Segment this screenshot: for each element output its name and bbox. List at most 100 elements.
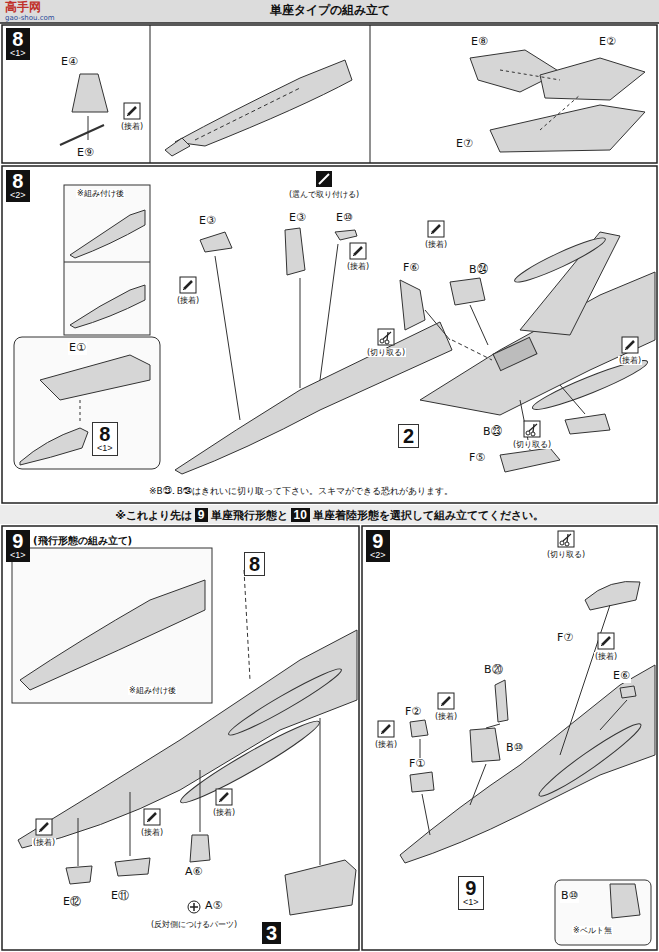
reference-badge: 8	[244, 552, 265, 576]
step-badge: 9	[195, 508, 208, 522]
step-substep: <2>	[370, 551, 386, 561]
step-number: 3	[266, 923, 277, 943]
step-number: 8	[99, 424, 110, 444]
part-drawing	[285, 860, 356, 915]
glue-icon	[127, 114, 129, 116]
part-drawing	[70, 285, 145, 328]
glue-icon	[350, 243, 366, 259]
glue-note: (接着)	[594, 652, 618, 661]
cut-icon	[563, 534, 571, 541]
watermark: gao-shou.com	[4, 14, 56, 22]
glue-icon	[441, 704, 443, 706]
leader-line	[200, 770, 201, 832]
part-name: B㉔	[468, 264, 489, 277]
banner-text: 単座着陸形態を選択して組み立ててください。	[313, 508, 544, 523]
leader-line	[560, 385, 585, 414]
cut-icon	[558, 531, 574, 547]
leader-line	[470, 764, 486, 805]
header-band	[0, 0, 659, 23]
part-drawing	[190, 835, 210, 862]
part-name: B⑩	[560, 890, 579, 903]
cut-icon	[380, 339, 384, 343]
step-number: 2	[403, 426, 414, 446]
glue-icon	[220, 793, 228, 801]
step-badge: 9<1>	[6, 530, 30, 562]
part-drawing	[470, 728, 500, 762]
part-name: F②	[404, 706, 422, 719]
leader-line	[452, 340, 492, 360]
part-name: B⑳	[483, 664, 504, 677]
part-name: E⑨	[76, 147, 95, 160]
mirror-icon	[193, 903, 195, 911]
reference-badge: 2	[398, 424, 419, 448]
glue-icon	[432, 225, 440, 233]
cut-note: (切り取る)	[366, 348, 406, 357]
part-drawing	[72, 74, 108, 112]
inset-note: ※組み付け後	[76, 189, 125, 198]
part-drawing	[535, 718, 646, 802]
part-drawing	[40, 355, 150, 400]
part-name: E⑧	[470, 36, 489, 49]
step-number: 9	[372, 531, 383, 551]
part-drawing	[66, 866, 92, 884]
part-name: F⑤	[468, 452, 486, 465]
cut-icon	[524, 421, 540, 437]
glue-icon	[622, 337, 638, 353]
banner-text: ※これより先は	[115, 508, 192, 523]
glue-note: (接着)	[374, 740, 398, 749]
part-name: E①	[68, 342, 87, 355]
leader-line	[470, 305, 488, 345]
glue-icon	[144, 809, 160, 825]
part-name: F⑦	[556, 632, 574, 645]
part-drawing	[175, 322, 452, 474]
glue-icon	[626, 341, 634, 349]
part-drawing	[225, 663, 345, 740]
glue-icon	[598, 633, 614, 649]
step-number: 8	[12, 29, 23, 49]
leader-line	[600, 700, 627, 730]
leader-line	[500, 70, 560, 80]
mirror-icon	[188, 901, 200, 913]
part-name: E⑫	[62, 896, 82, 909]
part-name: B⑩	[505, 742, 524, 755]
cut-note: (切り取る)	[512, 440, 552, 449]
part-name: E③	[288, 212, 307, 225]
inset-frame	[12, 185, 651, 945]
part-drawing	[610, 884, 640, 918]
inset-frame	[555, 880, 651, 945]
glue-icon	[625, 348, 627, 350]
part-name: E⑥	[612, 670, 631, 683]
reference-badge: 8<1>	[92, 422, 118, 456]
header-band	[0, 0, 659, 23]
panel-frame	[2, 25, 657, 950]
glue-icon	[442, 697, 450, 705]
glue-icon	[431, 232, 433, 234]
step-number: 9	[198, 508, 205, 522]
inset-note: ※組み付け後	[128, 686, 177, 695]
inset-frame	[14, 337, 160, 469]
glue-icon	[124, 103, 140, 119]
glue-note: (接着)	[176, 296, 200, 305]
glue-icon	[378, 721, 394, 737]
panel-frame	[2, 25, 657, 163]
part-name: F①	[408, 758, 426, 771]
glue-icon	[39, 830, 41, 832]
step-substep: <1>	[97, 444, 113, 454]
leader-line	[88, 116, 89, 140]
inset-frame	[12, 548, 212, 703]
glue-icon	[148, 813, 156, 821]
part-drawing	[175, 60, 352, 146]
cut-icon	[526, 431, 530, 435]
step-substep: <1>	[463, 898, 479, 908]
glue-icon	[184, 281, 192, 289]
glue-icon	[219, 800, 221, 802]
cut-icon	[567, 534, 568, 542]
panel-frame	[2, 166, 657, 503]
cut-icon	[529, 424, 537, 431]
leader-line	[130, 792, 131, 856]
glue-icon	[183, 288, 185, 290]
leader-line	[540, 95, 580, 130]
leader-line	[560, 605, 610, 755]
glue-icon	[180, 277, 196, 293]
leader-line	[244, 570, 250, 680]
